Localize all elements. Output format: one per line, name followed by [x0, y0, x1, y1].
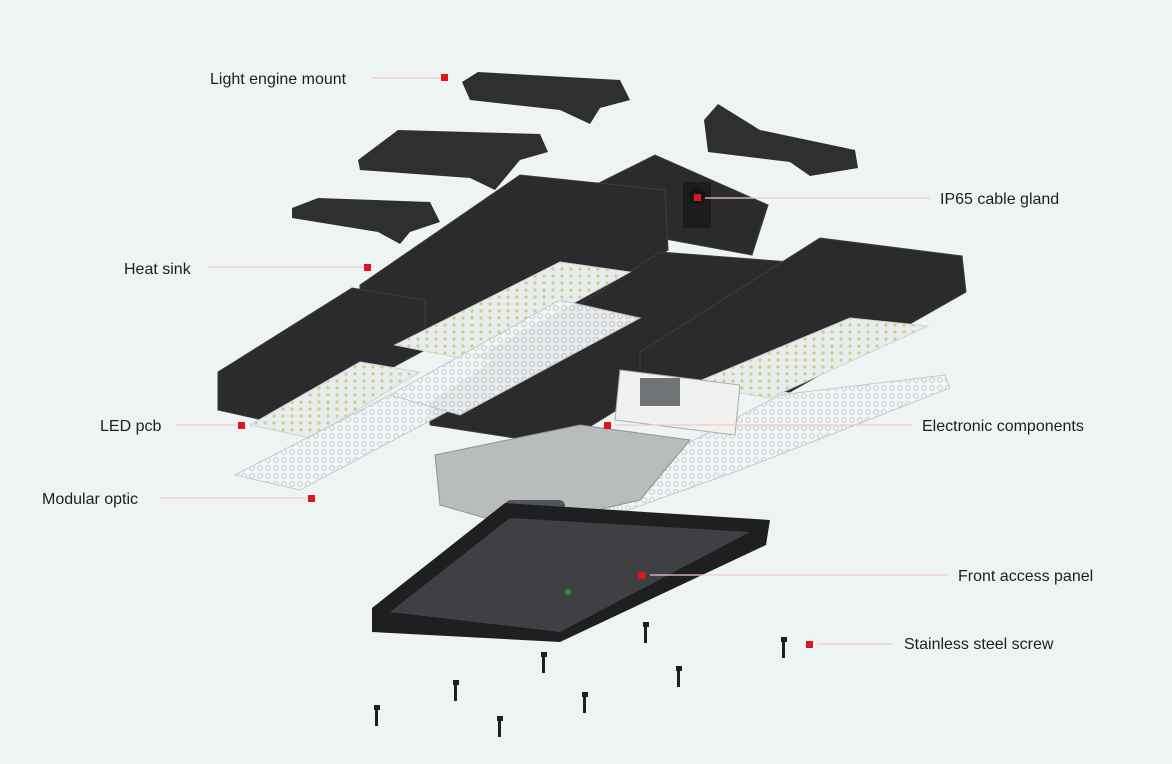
- marker-ip65-cable-gland: [694, 194, 701, 201]
- modular-optics: [233, 299, 951, 521]
- leader-lines: [160, 77, 948, 645]
- front-access-panel: [372, 503, 770, 642]
- heat-sinks: [217, 154, 967, 446]
- light-engine-mounts: [292, 72, 858, 244]
- marker-stainless-steel-screw: [806, 641, 813, 648]
- label-heat-sink: Heat sink: [124, 261, 191, 278]
- label-electronic-components: Electronic components: [922, 418, 1084, 435]
- label-ip65-cable-gland: IP65 cable gland: [940, 191, 1060, 208]
- label-modular-optic: Modular optic: [42, 491, 139, 508]
- label-led-pcb: LED pcb: [100, 418, 162, 435]
- callout-markers: [238, 74, 813, 648]
- marker-led-pcb: [238, 422, 245, 429]
- label-front-access-panel: Front access panel: [958, 568, 1094, 585]
- marker-heat-sink: [364, 264, 371, 271]
- led-pcbs: [248, 261, 930, 439]
- marker-electronic-components: [604, 422, 611, 429]
- label-stainless-steel-screw: Stainless steel screw: [904, 636, 1054, 653]
- cable-gland: [683, 182, 711, 228]
- marker-modular-optic: [308, 495, 315, 502]
- stainless-steel-screws: [374, 622, 787, 737]
- marker-front-access-panel: [638, 572, 645, 579]
- label-light-engine-mount: Light engine mount: [210, 71, 347, 88]
- marker-light-engine-mount: [441, 74, 448, 81]
